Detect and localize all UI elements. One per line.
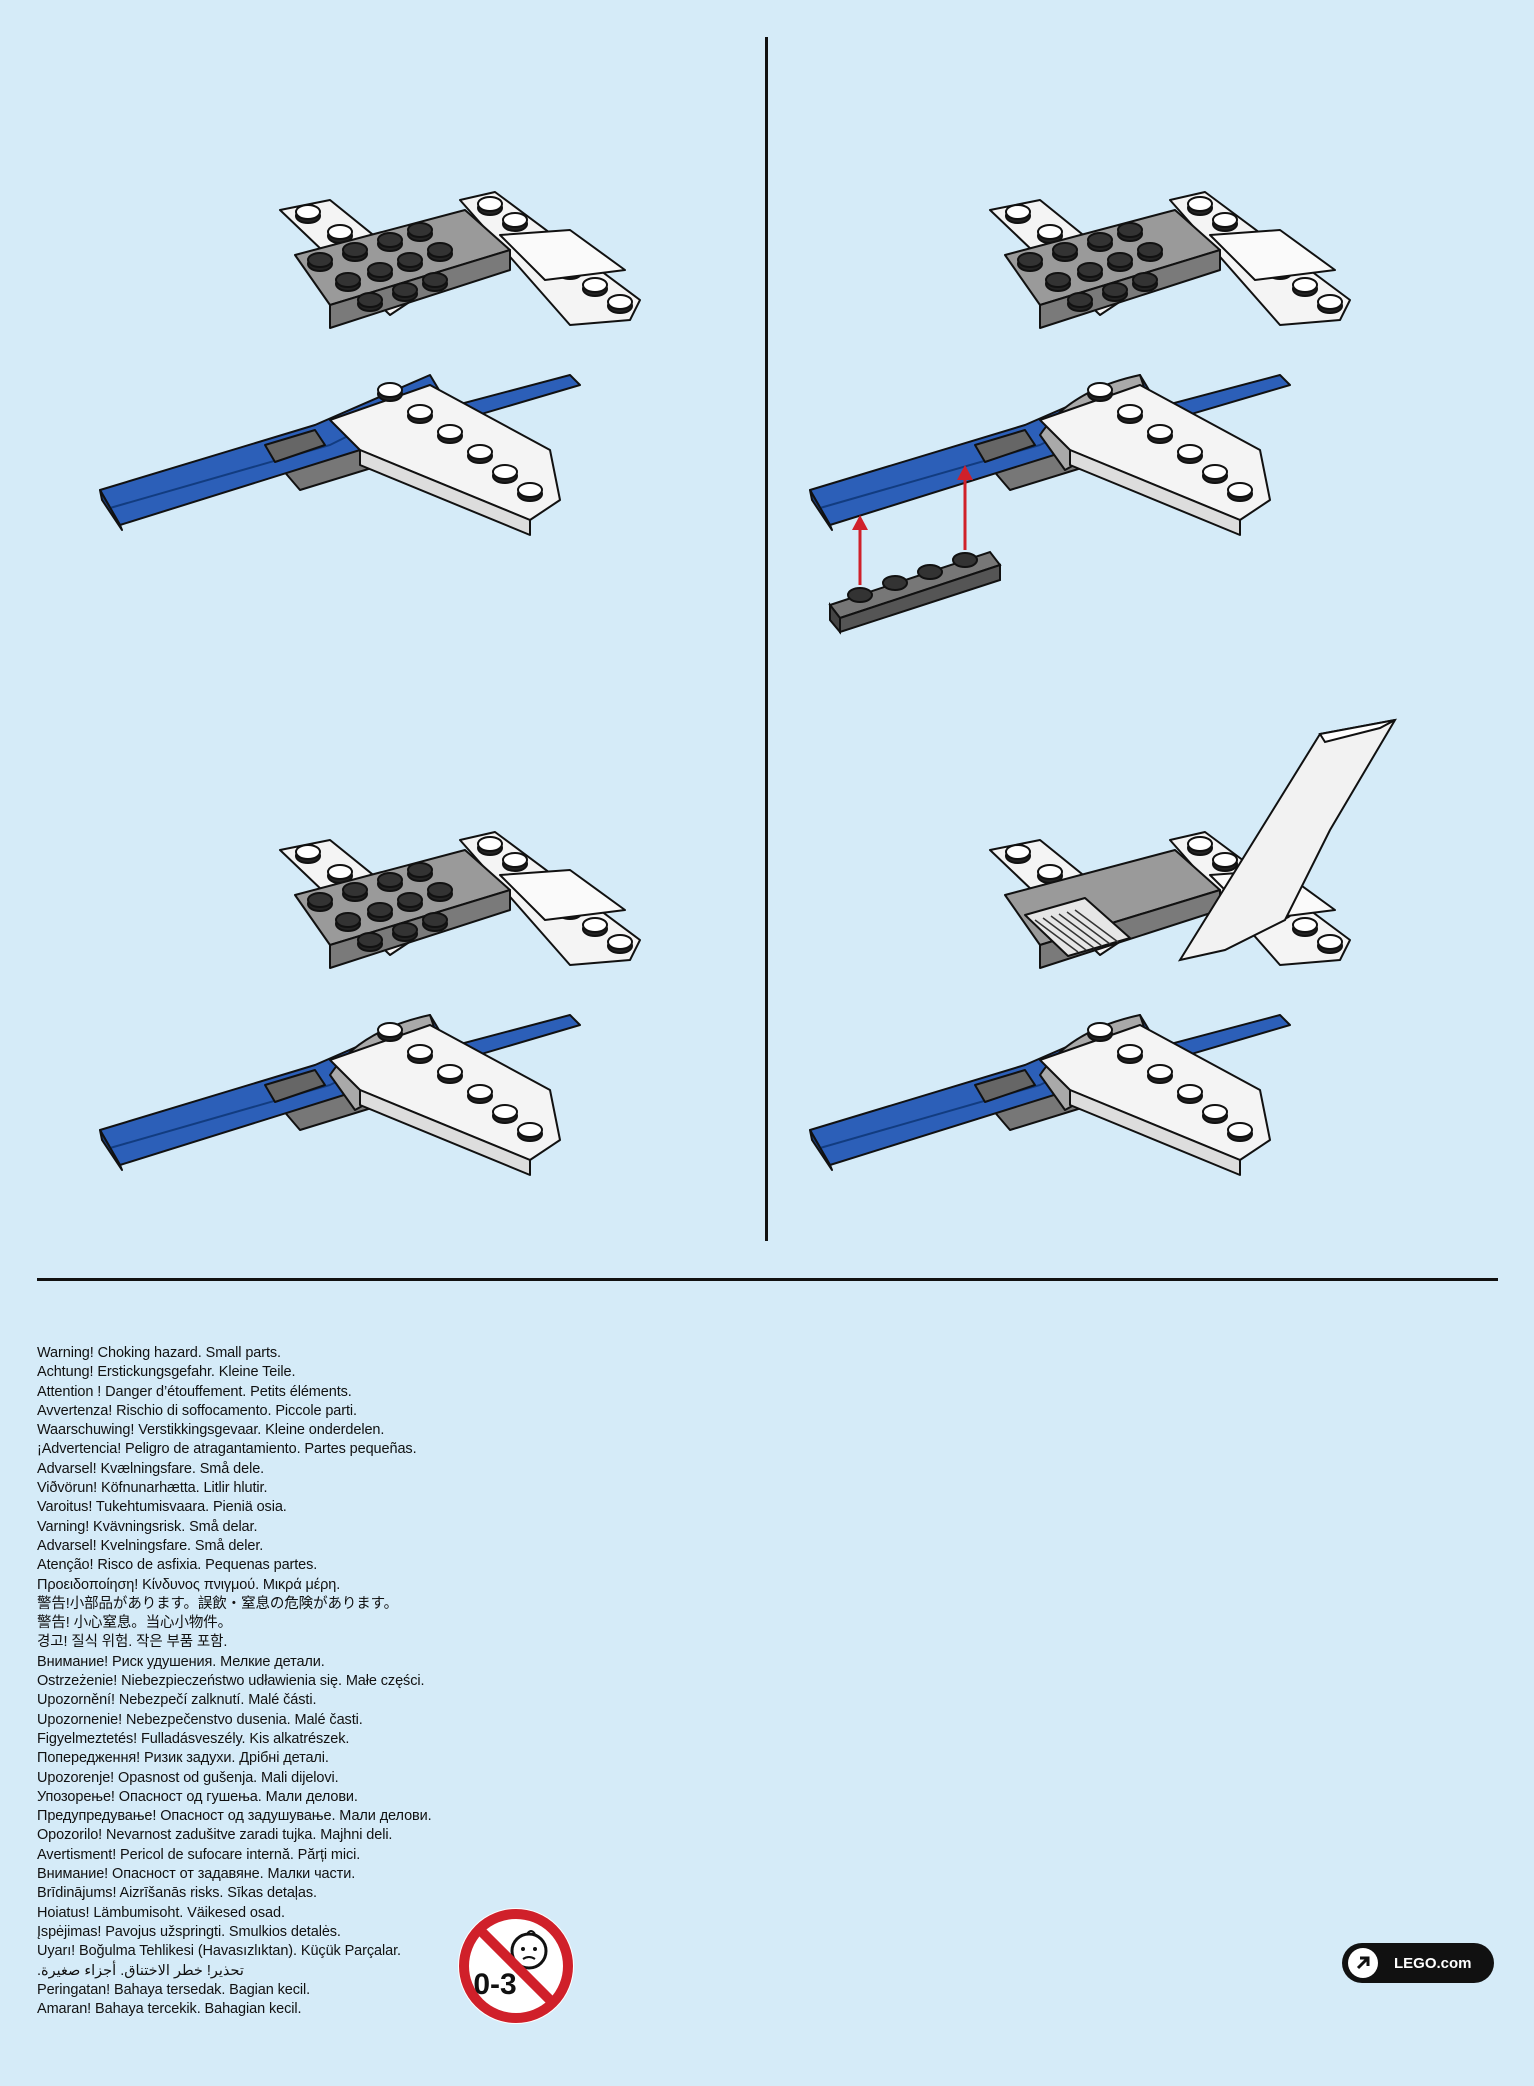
warning-line: Varoitus! Tukehtumisvaara. Pieniä osia.: [37, 1499, 287, 1516]
warning-line: Advarsel! Kvelningsfare. Små deler.: [37, 1537, 264, 1554]
warning-line: Avvertenza! Rischio di soffocamento. Pic…: [37, 1402, 357, 1419]
warning-line: Warning! Choking hazard. Small parts.: [37, 1345, 281, 1361]
horizontal-divider: [37, 1278, 1498, 1281]
no-children-0-3-icon: 0-3: [455, 1905, 577, 2027]
step-3-illustration: [99, 830, 740, 1176]
tail-fin-icon: [1177, 718, 1397, 962]
jet-model-icon: [99, 831, 641, 1176]
warning-line: Upozornění! Nebezpečí zalknutí. Malé čás…: [37, 1692, 317, 1709]
arrow-up-right-icon: [1348, 1948, 1378, 1978]
warning-line: Advarsel! Kvælningsfare. Små dele.: [37, 1460, 265, 1477]
step-2-illustration: [809, 190, 1450, 650]
warning-line: Įspėjimas! Pavojus užspringti. Smulkios …: [37, 1923, 341, 1940]
warning-line: Atenção! Risco de asfixia. Pequenas part…: [37, 1557, 318, 1574]
warning-line: Προειδοποίηση! Κίνδυνος πνιγμού. Μικρά μ…: [37, 1576, 341, 1593]
warning-line: 警告!小部品があります。誤飲・窒息の危険があります。: [37, 1595, 399, 1612]
warning-line: Upozornenie! Nebezpečenstvo dusenia. Mal…: [37, 1711, 363, 1728]
warning-line: Viðvörun! Köfnunarhætta. Litlir hlutir.: [37, 1480, 268, 1497]
warning-line: Waarschuwing! Verstikkingsgevaar. Kleine…: [37, 1422, 385, 1439]
step-1-illustration: [99, 190, 740, 536]
warning-text-list: Warning! Choking hazard. Small parts. Ach…: [37, 1344, 497, 2019]
age-label: 0-3: [473, 1968, 516, 2001]
lego-website-link[interactable]: LEGO.com: [1342, 1943, 1494, 1983]
jet-model-with-tail-icon: [809, 718, 1397, 1176]
warning-line: Внимание! Опасност от задавяне. Малки ча…: [37, 1866, 356, 1883]
warning-line: Upozorenje! Opasnost od gušenja. Mali di…: [37, 1769, 339, 1786]
jet-model-icon: [99, 191, 641, 536]
warning-line: ¡Advertencia! Peligro de atragantamiento…: [37, 1441, 417, 1458]
warning-line: Achtung! Erstickungsgefahr. Kleine Teile…: [37, 1364, 296, 1381]
warning-line: Упозорење! Опасност од гушења. Мали дело…: [37, 1788, 358, 1805]
step-4-illustration: [809, 718, 1450, 1180]
warning-line: 경고! 질식 위험. 작은 부품 포함.: [37, 1634, 228, 1651]
warning-line: 警告! 小心窒息。当心小物件。: [37, 1615, 233, 1632]
warning-line: Amaran! Bahaya tercekik. Bahagian kecil.: [37, 2001, 302, 2018]
warning-line: Brīdinājums! Aizrīšanās risks. Sīkas det…: [37, 1885, 317, 1902]
warning-line: Avertisment! Pericol de sufocare internă…: [37, 1846, 361, 1863]
warning-line: Varning! Kvävningsrisk. Små delar.: [37, 1518, 258, 1535]
warning-line: Ostrzeżenie! Niebezpieczeństwo udławieni…: [37, 1673, 425, 1690]
warning-line: Предупредување! Опасност од задушување. …: [37, 1808, 432, 1825]
red-arrow-icon: [852, 465, 973, 585]
lego-link-label: LEGO.com: [1394, 1954, 1472, 1972]
vertical-divider: [765, 37, 768, 1241]
warning-line: Opozorilo! Nevarnost zadušitve zaradi tu…: [37, 1827, 393, 1844]
plate-1x4-icon: [828, 550, 1002, 635]
warning-line: Figyelmeztetés! Fulladásveszély. Kis alk…: [37, 1730, 350, 1747]
warning-line: Hoiatus! Lämbumisoht. Väikesed osad.: [37, 1904, 285, 1921]
warning-line: Попередження! Ризик задухи. Дрібні детал…: [37, 1750, 329, 1767]
jet-model-add-plate-icon: [809, 191, 1351, 635]
warning-line: تحذير! خطر الاختناق. أجزاء صغيرة.: [37, 1962, 244, 1979]
warning-line: Внимание! Риск удушения. Мелкие детали.: [37, 1653, 325, 1670]
warning-line: Attention ! Danger d’étouffement. Petits…: [37, 1383, 352, 1400]
warning-line: Uyarı! Boğulma Tehlikesi (Havasızlıktan)…: [37, 1943, 401, 1960]
warning-line: Peringatan! Bahaya tersedak. Bagian keci…: [37, 1981, 311, 1998]
